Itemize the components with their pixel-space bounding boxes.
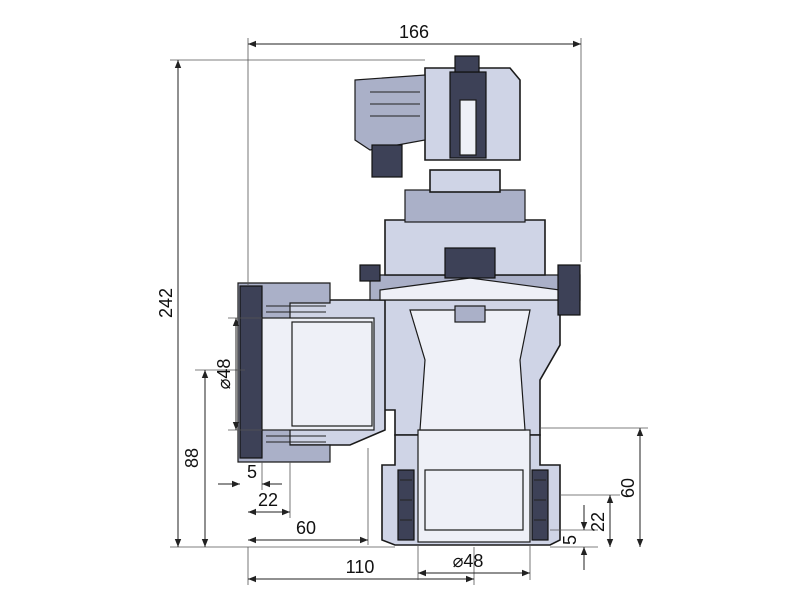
electrical-connector [354,74,426,151]
outlet-gap-label: 5 [560,535,580,545]
spring [444,247,496,279]
outlet-sleeve [424,469,524,531]
inlet-length-label: 60 [296,518,316,538]
inlet-sleeve [291,321,373,427]
overall-width-label: 166 [399,22,429,42]
pilot-top [404,189,526,223]
valve-body [237,55,581,546]
outlet-threads [400,479,546,521]
right-bolt [557,264,581,316]
inlet-nut-face [239,285,263,459]
outlet-left-wall [397,469,415,541]
dimension-labels: 166 242 88 ⌀48 5 22 60 110 ⌀48 60 22 5 [156,22,638,577]
inlet-diameter-label: ⌀48 [214,359,234,390]
coil-top [454,55,480,73]
inlet-thread-length-label: 22 [258,490,278,510]
outlet-height-label: 60 [618,478,638,498]
inlet-height-label: 88 [182,448,202,468]
overall-height-label: 242 [156,288,176,318]
outlet-diameter-label: ⌀48 [453,551,484,571]
plunger [459,99,477,156]
outlet-right-wall [531,469,549,541]
dimension-lines [170,38,648,585]
inlet-offset-label: 5 [247,462,257,482]
connector-pins [370,91,420,117]
inlet-threads [266,305,326,443]
internal-nozzle [409,309,531,431]
pilot-cap [429,169,501,193]
outlet-thread-length-label: 22 [588,512,608,532]
connector-terminal [371,144,403,178]
outlet-offset-label: 110 [346,557,375,577]
left-bolt [359,264,381,282]
nozzle-tip [454,305,486,323]
